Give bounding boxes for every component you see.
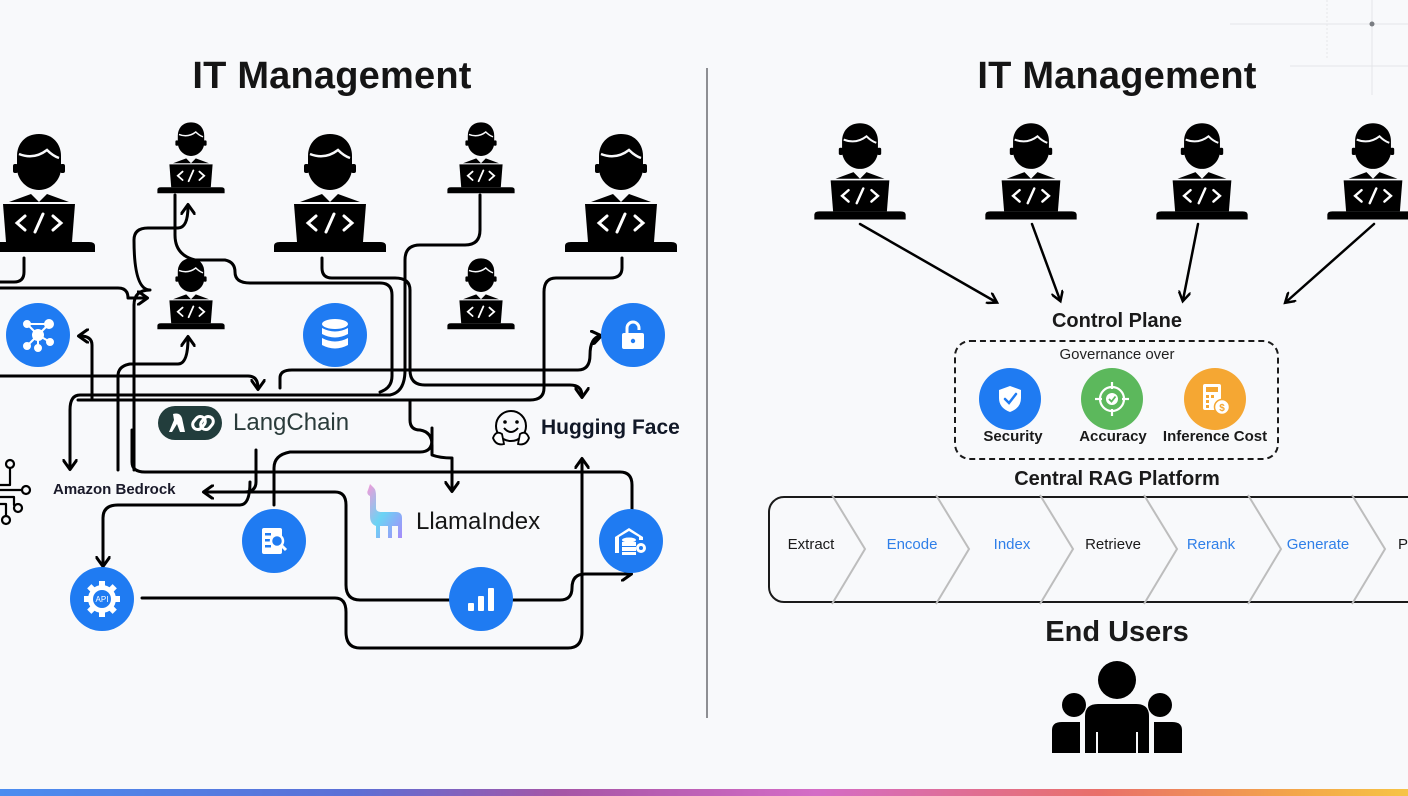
developer-icon: [437, 120, 525, 198]
pipeline-stage: Retrieve: [1085, 536, 1141, 553]
connector-line: [320, 256, 582, 396]
connector-line: [80, 336, 94, 400]
calculator-dollar-icon: $: [1203, 384, 1231, 416]
developer-icon: [259, 130, 401, 260]
pipeline-chevrons: [831, 494, 1387, 605]
developer-icon: [802, 120, 918, 226]
developer-icon: [550, 130, 692, 260]
database-icon: [322, 319, 348, 349]
connector-line: [132, 206, 188, 472]
network-service: [6, 303, 70, 367]
connector-line: [103, 480, 252, 565]
pipeline-stage: Extract: [787, 536, 835, 553]
developer-icon: [147, 256, 235, 334]
accuracy-badge: [1081, 368, 1143, 430]
arrow-line: [1286, 222, 1376, 302]
rag-platform-title: Central RAG Platform: [1014, 468, 1220, 490]
arrow-line: [858, 222, 996, 302]
svg-text:API: API: [96, 595, 109, 604]
llamaindex-label: LlamaIndex: [416, 508, 541, 535]
end-users-title: End Users: [1045, 616, 1189, 648]
governance-item-label: Accuracy: [1079, 428, 1147, 445]
llama-icon: [367, 484, 402, 538]
connector-line: [130, 428, 634, 512]
connector-line: [76, 256, 624, 402]
arrow-line: [1030, 222, 1060, 300]
connector-line: [116, 338, 188, 472]
arrow-line: [1183, 222, 1200, 300]
decorative-grid: [1230, 0, 1408, 95]
langchain-logo: [158, 406, 222, 440]
developer-icon: [1315, 120, 1408, 226]
parrot-chain-icon: [169, 413, 215, 432]
security-service: [601, 303, 665, 367]
left-panel-title: IT Management: [192, 55, 472, 97]
hugging-face-icon: [492, 410, 530, 446]
bar-chart-icon: [468, 588, 494, 611]
developer-icon: [0, 130, 110, 260]
document-search-icon: [262, 528, 288, 554]
api-service: API: [70, 567, 134, 631]
hugging-face-label: Hugging Face: [541, 416, 680, 439]
connector-line: [70, 193, 482, 468]
developer-icon: [1144, 120, 1260, 226]
users-group-icon: [1052, 661, 1182, 753]
connector-line: [0, 286, 146, 298]
langchain-label: LangChain: [233, 409, 350, 436]
control-plane-title: Control Plane: [1051, 310, 1183, 332]
connector-line: [278, 336, 600, 390]
network-nodes-icon: [23, 319, 54, 352]
security-badge: [979, 368, 1041, 430]
unlock-icon: [622, 320, 644, 349]
governance-heading: Governance over: [1059, 346, 1175, 363]
developer-icon: [973, 120, 1089, 226]
developer-icon: [147, 120, 235, 198]
connector-line: [408, 398, 452, 490]
pipeline-stage: Rerank: [1186, 536, 1236, 553]
target-check-icon: [1095, 382, 1129, 416]
inference-cost-badge: $: [1184, 368, 1246, 430]
right-panel-title: IT Management: [977, 55, 1257, 97]
governance-item-label: Security: [983, 428, 1043, 445]
database-service: [303, 303, 367, 367]
connector-line: [208, 490, 452, 602]
connector-line: [510, 574, 630, 602]
governance-item-label: Inference Cost: [1162, 428, 1268, 445]
warehouse-database-gear-icon: [615, 528, 646, 555]
developer-icon: [437, 256, 525, 334]
data-warehouse-service: [599, 509, 663, 573]
bottom-gradient-bar: [0, 789, 1408, 796]
governance-box: [954, 340, 1279, 460]
search-service: [242, 509, 306, 573]
pipeline-stage: Encode: [886, 536, 938, 553]
circuit-icon: [0, 458, 32, 526]
analytics-service: [449, 567, 513, 631]
connector-line: [0, 374, 258, 388]
pipeline-stage: Index: [993, 536, 1031, 553]
pipeline-stage: P: [1397, 536, 1408, 553]
pipeline-stage: Generate: [1286, 536, 1350, 553]
panel-divider: [706, 68, 708, 718]
shield-check-icon: [999, 386, 1021, 412]
rag-pipeline: [768, 496, 1408, 603]
connector-line: [140, 460, 582, 650]
api-gear-icon: API: [84, 581, 120, 617]
right-connection-arrows: [858, 222, 1376, 310]
svg-text:$: $: [1219, 403, 1225, 414]
amazon-bedrock-label: Amazon Bedrock: [53, 481, 176, 498]
connector-line: [272, 426, 434, 507]
connector-line: [0, 256, 26, 284]
